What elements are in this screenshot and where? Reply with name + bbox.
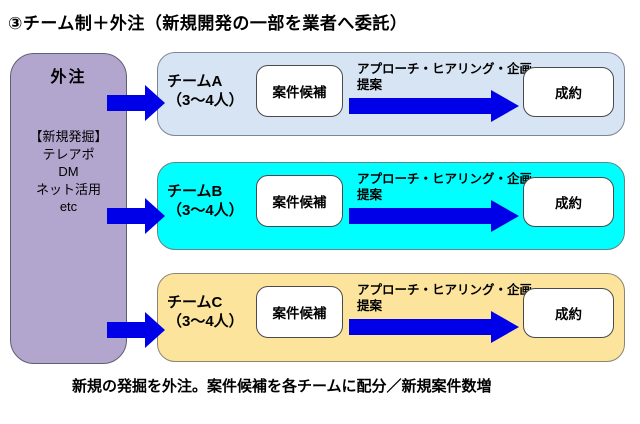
team-size: （3～4人）	[167, 92, 244, 109]
process-line-2: 提案	[357, 299, 383, 313]
team-a-candidate-box: 案件候補	[256, 65, 343, 117]
team-name: チームB	[167, 183, 223, 200]
team-a-label: チームA （3～4人）	[167, 72, 244, 110]
result-label: 成約	[555, 196, 582, 211]
team-a-row: チームA （3～4人） 案件候補 アプローチ・ヒアリング・企画 提案 成約	[157, 52, 625, 136]
diagram-title: ③チーム制＋外注（新規開発の一部を業者へ委託）	[8, 14, 408, 33]
team-b-process-label: アプローチ・ヒアリング・企画 提案	[357, 171, 532, 203]
team-b-row: チームB （3～4人） 案件候補 アプローチ・ヒアリング・企画 提案 成約	[157, 162, 625, 250]
process-line-1: アプローチ・ヒアリング・企画	[357, 283, 533, 297]
process-line-2: 提案	[357, 188, 383, 202]
team-name: チームC	[167, 294, 223, 311]
team-c-row: チームC （3～4人） 案件候補 アプローチ・ヒアリング・企画 提案 成約	[157, 273, 625, 362]
list-item: etc	[59, 199, 78, 214]
team-b-process-arrow	[349, 200, 519, 232]
list-item: テレアポ	[42, 146, 95, 162]
bottom-caption: 新規の発掘を外注。案件候補を各チームに配分／新規案件数増	[72, 378, 492, 395]
team-c-label: チームC （3～4人）	[167, 293, 244, 331]
list-item: 【新規発掘】	[29, 129, 108, 144]
outsourcing-methods-list: 【新規発掘】 テレアポ DM ネット活用 etc	[11, 128, 126, 216]
candidate-label: 案件候補	[272, 306, 327, 321]
candidate-label: 案件候補	[272, 85, 327, 100]
team-c-candidate-box: 案件候補	[256, 286, 343, 338]
team-size: （3～4人）	[167, 202, 244, 219]
result-label: 成約	[555, 86, 582, 101]
team-a-process-arrow	[349, 90, 519, 122]
outsource-to-team-b-arrow	[107, 198, 165, 234]
team-c-process-arrow	[349, 311, 519, 343]
team-size: （3～4人）	[167, 313, 244, 330]
team-b-label: チームB （3～4人）	[167, 182, 244, 220]
process-line-1: アプローチ・ヒアリング・企画	[357, 172, 533, 186]
process-line-2: 提案	[357, 78, 383, 92]
list-item: ネット活用	[35, 181, 101, 197]
list-item: DM	[58, 164, 79, 179]
process-line-1: アプローチ・ヒアリング・企画	[357, 62, 533, 76]
outsourcing-box-title: 外注	[50, 69, 87, 86]
team-c-process-label: アプローチ・ヒアリング・企画 提案	[357, 282, 532, 314]
team-a-process-label: アプローチ・ヒアリング・企画 提案	[357, 61, 532, 93]
outsource-to-team-a-arrow	[107, 85, 165, 121]
team-c-result-box: 成約	[523, 288, 614, 338]
result-label: 成約	[555, 307, 582, 322]
team-name: チームA	[167, 73, 223, 90]
candidate-label: 案件候補	[272, 195, 327, 210]
team-b-result-box: 成約	[523, 177, 614, 227]
outsource-to-team-c-arrow	[107, 312, 165, 348]
team-a-result-box: 成約	[523, 67, 614, 117]
team-b-candidate-box: 案件候補	[256, 175, 343, 227]
